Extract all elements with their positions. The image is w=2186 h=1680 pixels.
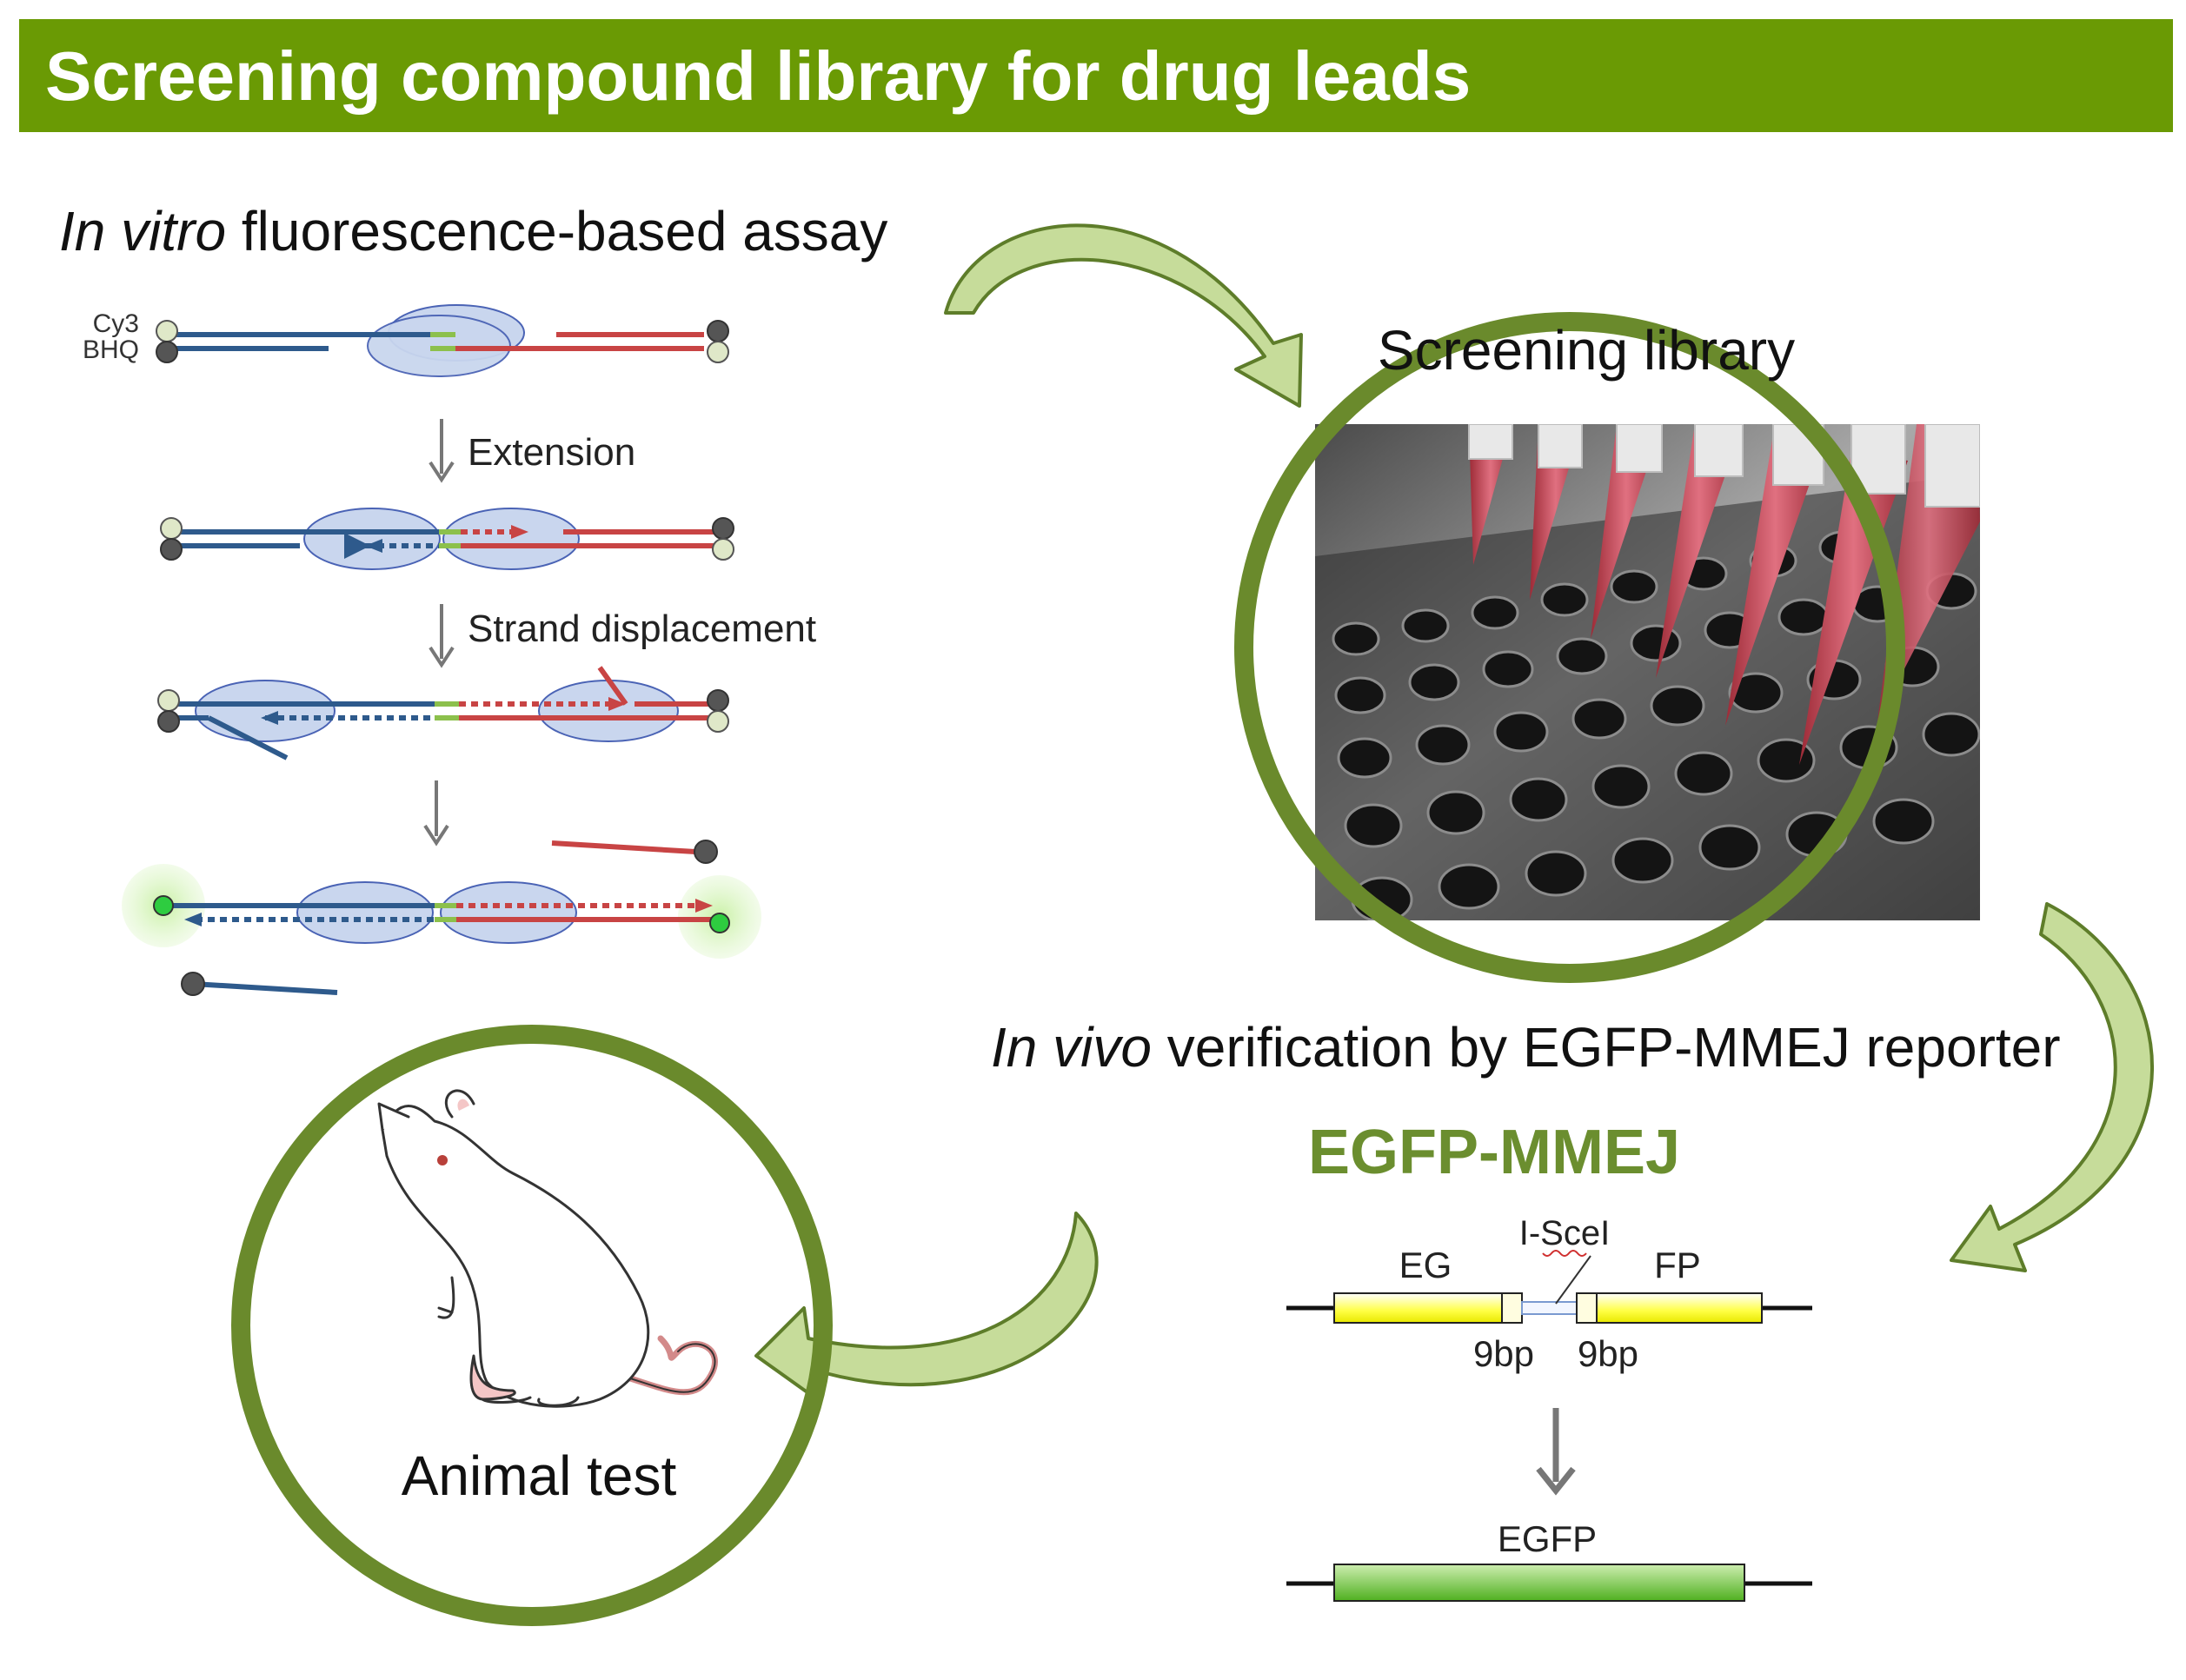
isce1-label: I-SceI: [1519, 1214, 1610, 1252]
assay-row-displacement: [157, 666, 729, 760]
assay-row-extension: [160, 508, 734, 570]
curved-arrow-library-to-reporter: [1950, 902, 2154, 1272]
fp-segment: [1596, 1292, 1763, 1324]
bhq-label: BHQ: [83, 335, 139, 364]
right-repeat-label: 9bp: [1578, 1333, 1638, 1374]
curved-arrow-assay-to-library: [944, 223, 1303, 408]
egfp-segment: [1333, 1564, 1745, 1602]
cy3-dye: [156, 320, 178, 342]
animal-test-panel: Animal test: [231, 1025, 833, 1626]
page-title: Screening compound library for drug lead…: [45, 37, 1471, 115]
animal-test-ring: [231, 1025, 833, 1626]
in-vitro-heading: In vitro fluorescence-based assay: [59, 200, 887, 262]
eg-segment: [1333, 1292, 1505, 1324]
mouse-icon: [377, 1089, 718, 1408]
assay-row-fluorescence: [122, 840, 761, 996]
egfp-label: EGFP: [1498, 1518, 1597, 1559]
bhq-quencher: [156, 341, 178, 363]
pipette-plate-photo: [1315, 424, 1980, 920]
in-vivo-heading: In vivo verification by EGFP-MMEJ report…: [991, 1016, 2061, 1079]
left-repeat-box: [1501, 1292, 1523, 1324]
repaired-egfp: EGFP: [1286, 1518, 1812, 1602]
isce1-site: [1521, 1301, 1578, 1315]
extension-label: Extension: [468, 431, 635, 474]
fp-label: FP: [1654, 1245, 1701, 1285]
animal-test-label: Animal test: [402, 1444, 677, 1507]
cy3-label: Cy3: [93, 309, 139, 338]
eg-label: EG: [1399, 1245, 1452, 1285]
right-repeat-box: [1576, 1292, 1598, 1324]
screening-library-ring: [1234, 312, 1905, 983]
egfp-mmej-title: EGFP-MMEJ: [1308, 1118, 1680, 1187]
left-repeat-label: 9bp: [1473, 1333, 1534, 1374]
reporter-construct: EG FP I-SceI 9bp 9bp: [1286, 1214, 1812, 1374]
strand-displacement-label: Strand displacement: [468, 608, 816, 650]
screening-library-label: Screening library: [1378, 319, 1795, 382]
assay-schematic: Cy3 BHQ Extension: [83, 304, 816, 996]
screening-library-panel: Screening library: [1234, 312, 1980, 983]
assay-row-initial: Cy3 BHQ: [83, 304, 729, 377]
title-bar: [19, 19, 2173, 132]
